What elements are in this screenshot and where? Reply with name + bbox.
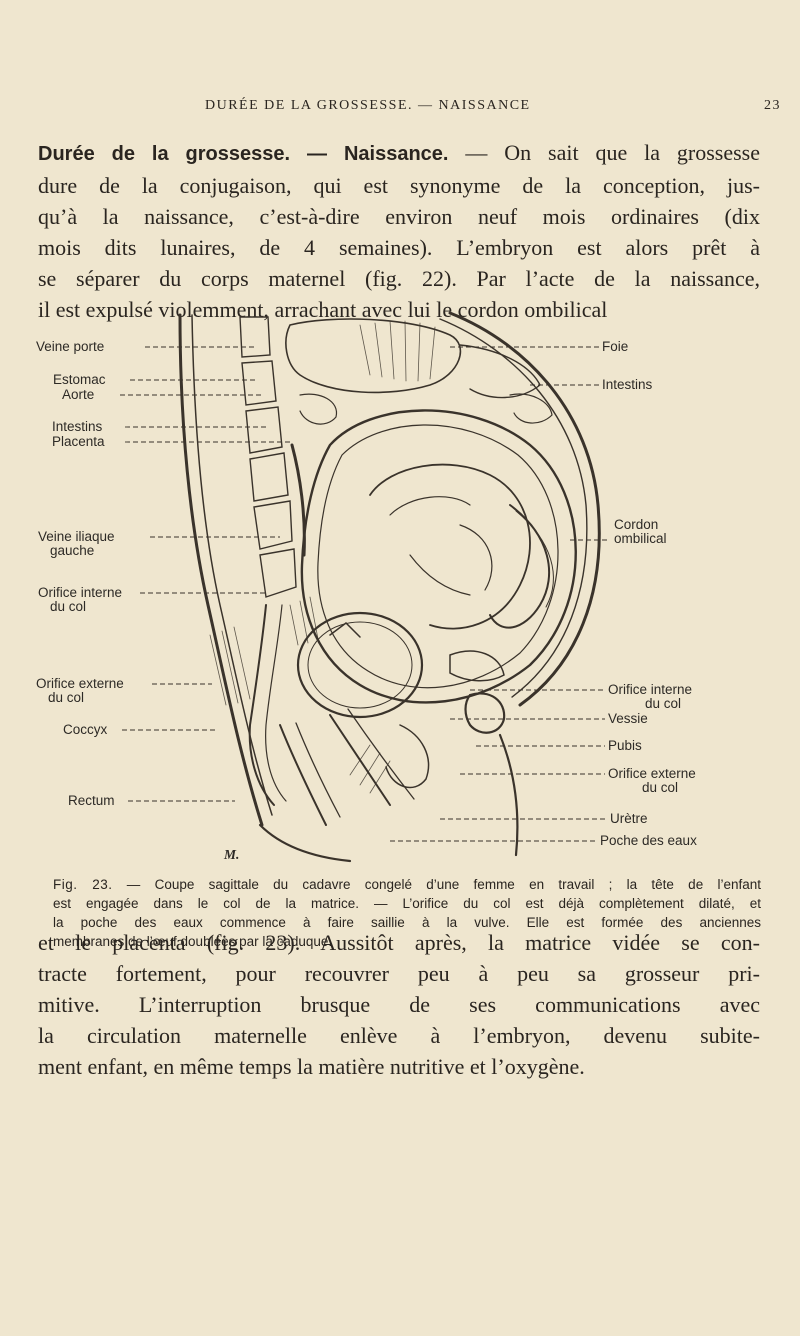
label-orifice-externe-right: Orifice externe (608, 766, 696, 781)
label-cordon: Cordon (614, 517, 659, 532)
label-orifice-interne-right-du-col: du col (645, 696, 682, 711)
label-orifice-interne-left-du-col: du col (50, 599, 87, 614)
back-outline (178, 313, 264, 827)
label-orifice-externe-left-du-col: du col (48, 690, 85, 705)
label-veine-iliaque: Veine iliaque (38, 529, 115, 544)
caption-text: — Coupe sagittale du cadavre congelé d’u… (112, 877, 761, 892)
label-veine-iliaque-gauche: gauche (50, 543, 95, 558)
label-cordon-ombilical: ombilical (614, 531, 667, 546)
paragraph-2-line-4: la circulation maternelle enlève à l’emb… (38, 1023, 760, 1048)
caption-line-4: membranes de l’œuf doublées par la caduq… (53, 934, 333, 949)
paragraph-1-line-6: il est expulsé violemment, arrachant ave… (38, 297, 608, 322)
label-orifice-externe-right-du-col: du col (642, 780, 679, 795)
running-title: DURÉE DE LA GROSSESSE. — NAISSANCE (205, 98, 531, 113)
paragraph-2-line-5: ment enfant, en même temps la matière nu… (38, 1054, 585, 1079)
caption-line-1: Fig. 23. — Coupe sagittale du cadavre co… (53, 875, 761, 894)
label-placenta: Placenta (52, 434, 105, 449)
sagittal-section-drawing (120, 311, 610, 863)
caption-line-2: est engagée dans le col de la matrice. —… (53, 896, 761, 911)
figure-number: Fig. 23. (53, 877, 113, 892)
label-uretre: Urètre (610, 811, 648, 826)
paragraph-2: et le placenta (fig. 23). Aussitôt après… (38, 927, 760, 1082)
label-pubis: Pubis (608, 738, 642, 753)
paragraph-1-line-1: Durée de la grossesse. — Naissance. — On… (38, 137, 760, 170)
engraver-signature: M. (224, 847, 240, 862)
label-orifice-interne-left: Orifice interne (38, 585, 123, 600)
paragraph-1: Durée de la grossesse. — Naissance. — On… (38, 137, 760, 325)
label-veine-porte: Veine porte (36, 339, 105, 354)
label-poche-des-eaux: Poche des eaux (600, 833, 697, 848)
label-orifice-externe-left: Orifice externe (36, 676, 124, 691)
section-heading: Durée de la grossesse. — Naissance. (38, 143, 449, 165)
label-aorte: Aorte (62, 387, 95, 402)
label-orifice-interne-right: Orifice interne (608, 682, 693, 697)
label-rectum: Rectum (68, 793, 115, 808)
paragraph-2-line-2: tracte fortement, pour recouvrer peu à p… (38, 961, 760, 986)
label-estomac: Estomac (53, 372, 106, 387)
paragraph-1-line-4: mois dits lunaires, de 4 semaines). L’em… (38, 235, 760, 260)
paragraph-2-line-3: mitive. L’interruption brusque de ses co… (38, 992, 760, 1017)
caption-line-3: la poche des eaux commence à faire saill… (53, 915, 761, 930)
figure-caption: Fig. 23. — Coupe sagittale du cadavre co… (53, 875, 761, 951)
paragraph-2-line-1: et le placenta (fig. 23). Aussitôt après… (38, 930, 760, 955)
paragraph-1-line-5: se séparer du corps maternel (fig. 22). … (38, 266, 760, 291)
anatomical-figure: Veine porte Estomac Aorte Intestins Plac… (30, 305, 770, 865)
paragraph-1-line-2: dure de la conjugaison, qui est synonyme… (38, 173, 760, 198)
label-intestins-left: Intestins (52, 419, 103, 434)
label-vessie: Vessie (608, 711, 648, 726)
label-coccyx: Coccyx (63, 722, 108, 737)
label-foie: Foie (602, 339, 629, 354)
paragraph-1-text: — On sait que la grossesse (448, 140, 760, 165)
label-intestins-right: Intestins (602, 377, 653, 392)
page-number: 23 (764, 98, 781, 113)
paragraph-1-line-3: qu’à la naissance, c’est-à-dire environ … (38, 204, 760, 229)
